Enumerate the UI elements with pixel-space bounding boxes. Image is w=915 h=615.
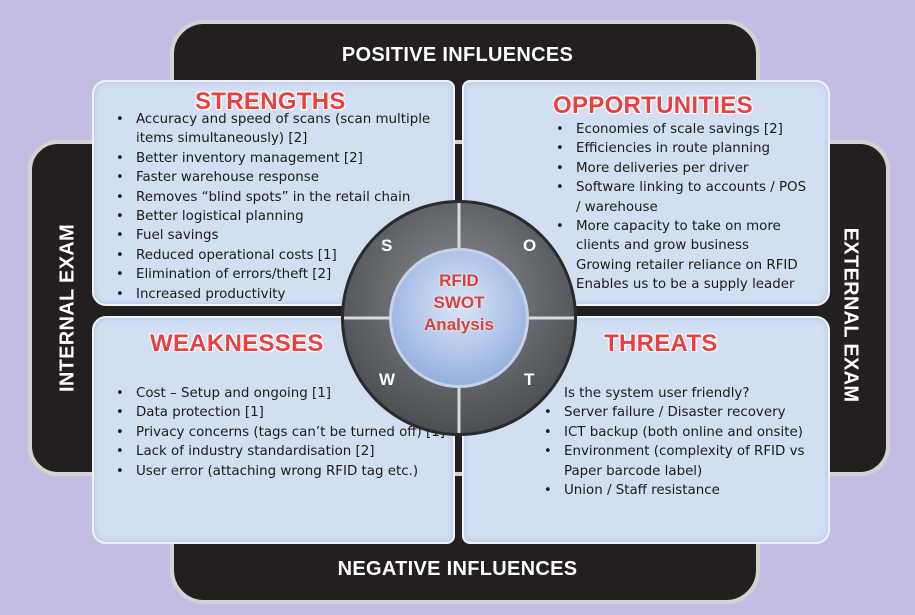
internal-exam-label: INTERNAL EXAM [56,224,79,392]
list-item: ICT backup (both online and onsite) [542,423,822,443]
list-item: More deliveries per driver [554,159,814,179]
center-title: RFID SWOT Analysis [389,270,529,336]
center-line-rfid: RFID [439,271,479,290]
list-item: Efficiencies in route planning [554,139,814,159]
list-item: Better inventory management [2] [114,149,434,169]
ring-letter-w: W [379,370,396,389]
threats-title: THREATS [604,330,718,357]
strengths-quadrant: STRENGTHS Accuracy and speed of scans (s… [92,80,455,306]
list-item: Union / Staff resistance [542,481,822,501]
list-item: Growing retailer reliance on RFID [554,256,814,276]
strengths-list: Accuracy and speed of scans (scan multip… [114,110,434,304]
list-item: More capacity to take on more clients an… [554,217,814,256]
list-item: Enables us to be a supply leader [554,275,814,295]
swot-center-circle [389,248,529,388]
opportunities-title: OPPORTUNITIES [553,92,753,119]
weaknesses-title: WEAKNESSES [150,330,324,357]
external-exam-label: EXTERNAL EXAM [839,227,862,403]
list-item: Data protection [1] [114,403,449,423]
list-item: Economies of scale savings [2] [554,120,814,140]
list-item: Software linking to accounts / POS / war… [554,178,814,217]
list-item: Fuel savings [114,226,434,246]
center-line-analysis: Analysis [424,315,494,334]
list-item: Lack of industry standardisation [2] [114,442,449,462]
list-item: Accuracy and speed of scans (scan multip… [114,110,434,149]
positive-influences-label: POSITIVE INFLUENCES [341,44,574,66]
list-item: Server failure / Disaster recovery [542,403,822,423]
list-item: Better logistical planning [114,207,434,227]
list-item: Elimination of errors/theft [2] [114,265,434,285]
threats-list: Is the system user friendly? Server fail… [542,384,822,501]
list-item: Increased productivity [114,285,434,305]
weaknesses-list: Cost – Setup and ongoing [1] Data protec… [114,384,449,481]
list-item: Cost – Setup and ongoing [1] [114,384,449,404]
list-item: User error (attaching wrong RFID tag etc… [114,462,449,482]
ring-letter-s: S [381,236,393,255]
list-item: Faster warehouse response [114,168,434,188]
negative-influences-label: NEGATIVE INFLUENCES [337,558,578,580]
ring-letter-t: T [524,370,535,389]
list-item: Reduced operational costs [1] [114,246,434,266]
list-item: Privacy concerns (tags can’t be turned o… [114,423,449,443]
opportunities-list: Economies of scale savings [2] Efficienc… [554,120,814,295]
center-line-swot: SWOT [433,293,485,312]
ring-dividers [344,203,574,433]
list-item: Environment (complexity of RFID vs Paper… [542,442,822,481]
list-item: Removes “blind spots” in the retail chai… [114,188,434,208]
ring-letter-o: O [523,236,537,255]
list-item: Is the system user friendly? [542,384,822,404]
